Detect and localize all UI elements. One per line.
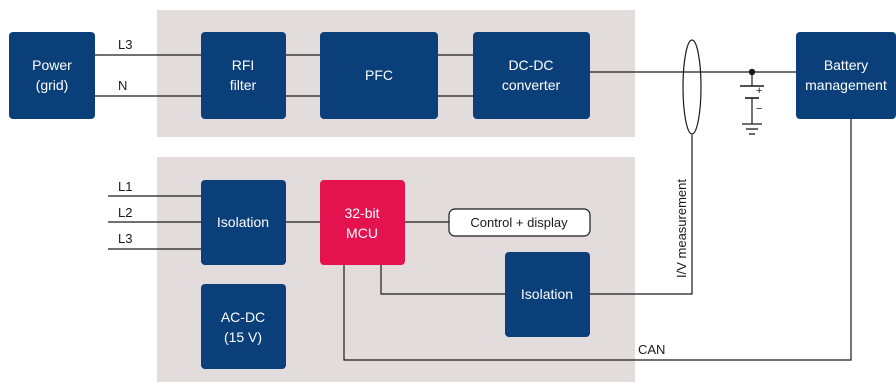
battery-plus: + <box>756 85 762 97</box>
rfi-filter-block <box>201 32 286 119</box>
battery-management-line2: management <box>805 77 887 93</box>
acdc-line1: AC-DC <box>221 309 265 325</box>
power-grid-line1: Power <box>32 57 72 73</box>
wire-label-l1: L1 <box>118 179 132 194</box>
power-grid-line2: (grid) <box>36 77 69 93</box>
battery-management-line1: Battery <box>824 57 868 73</box>
acdc-block <box>201 284 286 369</box>
ground-icon <box>742 123 762 135</box>
wire-label-n-top: N <box>118 78 127 93</box>
wire-isolation-measurement <box>590 135 693 295</box>
power-grid-block <box>9 32 95 119</box>
mcu-line2: MCU <box>346 225 378 241</box>
probe-ellipse <box>682 39 702 135</box>
wire-can-bus <box>343 119 852 361</box>
battery-minus: − <box>756 103 762 115</box>
isolation-right-label: Isolation <box>521 286 573 302</box>
wire-label-can: CAN <box>638 342 665 357</box>
wire-mcu-isolation <box>380 265 505 295</box>
dcdc-line1: DC-DC <box>508 57 553 73</box>
control-display-label: Control + display <box>470 215 568 230</box>
battery-icon <box>740 85 764 99</box>
control-display-box <box>448 208 591 237</box>
pfc-block <box>320 32 438 119</box>
dcdc-line2: converter <box>502 77 561 93</box>
mcu-line1: 32-bit <box>344 205 379 221</box>
isolation-right-block <box>505 252 590 337</box>
isolation-left-block <box>201 180 286 265</box>
rfi-filter-line1: RFI <box>232 57 255 73</box>
pfc-label: PFC <box>365 67 393 83</box>
wire-label-measurement: I/V measurement <box>674 179 689 278</box>
rfi-filter-line2: filter <box>230 77 257 93</box>
wire-label-l2: L2 <box>118 205 132 220</box>
dcdc-block <box>473 32 590 119</box>
battery-management-block <box>796 32 896 119</box>
wire-label-l3-top: L3 <box>118 37 132 52</box>
junction-dot <box>748 68 756 76</box>
isolation-left-label: Isolation <box>217 214 269 230</box>
acdc-line2: (15 V) <box>224 329 262 345</box>
mcu-block <box>320 180 405 265</box>
wire-label-l3: L3 <box>118 231 132 246</box>
wires <box>95 54 852 361</box>
